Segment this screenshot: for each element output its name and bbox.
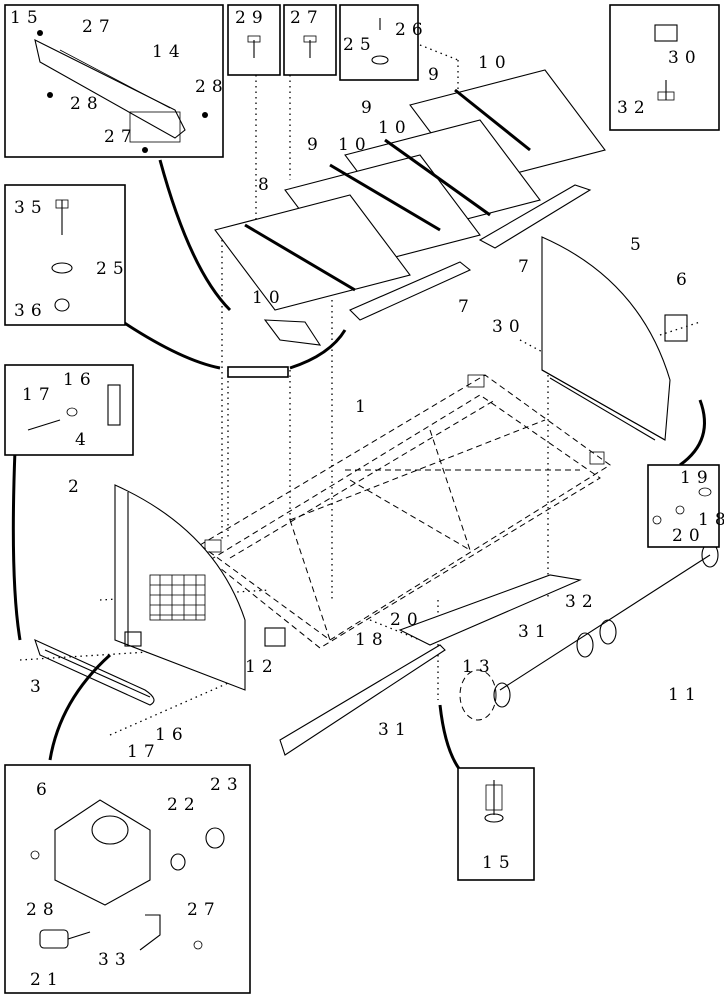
callout-2: 2	[68, 477, 85, 497]
callout-30-b: 30	[492, 317, 526, 337]
callout-10-a: 10	[478, 53, 512, 73]
callout-9-c: 9	[307, 135, 324, 155]
lower-parts	[34, 314, 719, 756]
callout-9-b: 9	[361, 98, 378, 118]
callout-8: 8	[258, 175, 275, 195]
callout-labels: 1 2 3 4 5 6 6 7 7 8 9 9 9 10 10 10 10 11…	[10, 8, 724, 990]
inset-box-14	[4, 4, 224, 158]
callout-20-main: 20	[390, 610, 424, 630]
callout-25-inset: 25	[96, 259, 130, 279]
latch	[264, 627, 286, 647]
callout-20-inset: 20	[672, 526, 706, 546]
deck-strip	[384, 138, 491, 217]
callout-32-a: 32	[617, 98, 651, 118]
callout-10-b: 10	[378, 118, 412, 138]
inset-box-6-detail	[4, 764, 251, 994]
callout-27-a: 27	[82, 17, 116, 37]
shaft	[499, 554, 711, 691]
callout-18-main: 18	[355, 630, 389, 650]
inset-box-25-26	[339, 4, 419, 81]
callout-16-main: 16	[155, 725, 189, 745]
callout-22: 22	[167, 795, 201, 815]
callout-7-rear: 7	[518, 257, 535, 277]
callout-21: 21	[30, 970, 64, 990]
callout-6-main: 6	[676, 270, 693, 290]
inset-box-35-36	[4, 184, 126, 326]
callout-31-a: 31	[518, 622, 552, 642]
callout-9-a: 9	[428, 65, 445, 85]
callout-10-d: 10	[252, 288, 286, 308]
callout-27-b: 27	[104, 127, 138, 147]
deck-strip	[454, 88, 531, 152]
inset-box-27	[283, 4, 337, 76]
handle-bar-inner	[44, 649, 151, 698]
deck-panels	[214, 69, 606, 346]
callout-17-main: 17	[127, 742, 161, 762]
deck-strip	[329, 163, 441, 232]
bottom-rail-front	[279, 644, 446, 756]
inset-box-29	[227, 4, 281, 76]
side-rail-front	[349, 261, 472, 321]
handle-bar	[34, 638, 155, 706]
callout-31-b: 31	[378, 720, 412, 740]
callout-leaders	[11, 159, 706, 771]
callout-7-front: 7	[458, 297, 475, 317]
callout-12: 12	[245, 657, 279, 677]
roller	[576, 632, 594, 658]
callout-27-d: 27	[187, 900, 221, 920]
deck-strip	[244, 223, 356, 292]
callout-26: 26	[395, 20, 429, 40]
callout-15-inset: 15	[482, 853, 516, 873]
callout-28-c: 28	[26, 900, 60, 920]
callout-27-c: 27	[290, 8, 324, 28]
bracket	[124, 631, 142, 647]
callout-17-inset: 17	[22, 385, 56, 405]
callout-14: 14	[152, 42, 186, 62]
callout-3: 3	[30, 677, 47, 697]
callout-4: 4	[75, 430, 92, 450]
callout-18-inset: 18	[698, 510, 724, 530]
side-rail-rear	[478, 184, 592, 249]
callout-10-c: 10	[338, 135, 372, 155]
roller	[493, 682, 511, 708]
callout-19: 19	[680, 468, 714, 488]
callout-23: 23	[210, 775, 244, 795]
callout-28-b: 28	[70, 94, 104, 114]
bottom-rail-rear	[398, 574, 582, 646]
callout-6-detail: 6	[36, 780, 53, 800]
inset-box-4	[4, 364, 134, 456]
callout-25-top: 25	[343, 35, 377, 55]
callout-35: 35	[14, 198, 48, 218]
callout-30-a: 30	[668, 48, 702, 68]
main-frame	[199, 374, 611, 649]
inset-box-30-32	[609, 4, 720, 131]
side-panel-right	[541, 236, 671, 441]
inset-box-15	[457, 767, 535, 881]
callout-29: 29	[235, 8, 269, 28]
callout-11: 11	[668, 685, 702, 705]
hinge-bracket	[263, 319, 322, 346]
callout-15-top: 15	[10, 8, 44, 28]
callout-16-inset: 16	[63, 370, 97, 390]
hinge-block	[664, 314, 688, 342]
roller	[599, 619, 617, 645]
deck-panel-front	[214, 194, 411, 311]
callout-5: 5	[630, 235, 647, 255]
callout-13: 13	[462, 657, 496, 677]
callout-32-b: 32	[565, 592, 599, 612]
vent-grille	[149, 574, 206, 621]
callout-36: 36	[14, 301, 48, 321]
inset-box-18-20	[647, 464, 720, 548]
pin-outline	[459, 669, 497, 721]
side-panel-left	[114, 484, 246, 691]
callout-28-a: 28	[195, 77, 229, 97]
callout-33: 33	[98, 950, 132, 970]
callout-1: 1	[355, 397, 372, 417]
